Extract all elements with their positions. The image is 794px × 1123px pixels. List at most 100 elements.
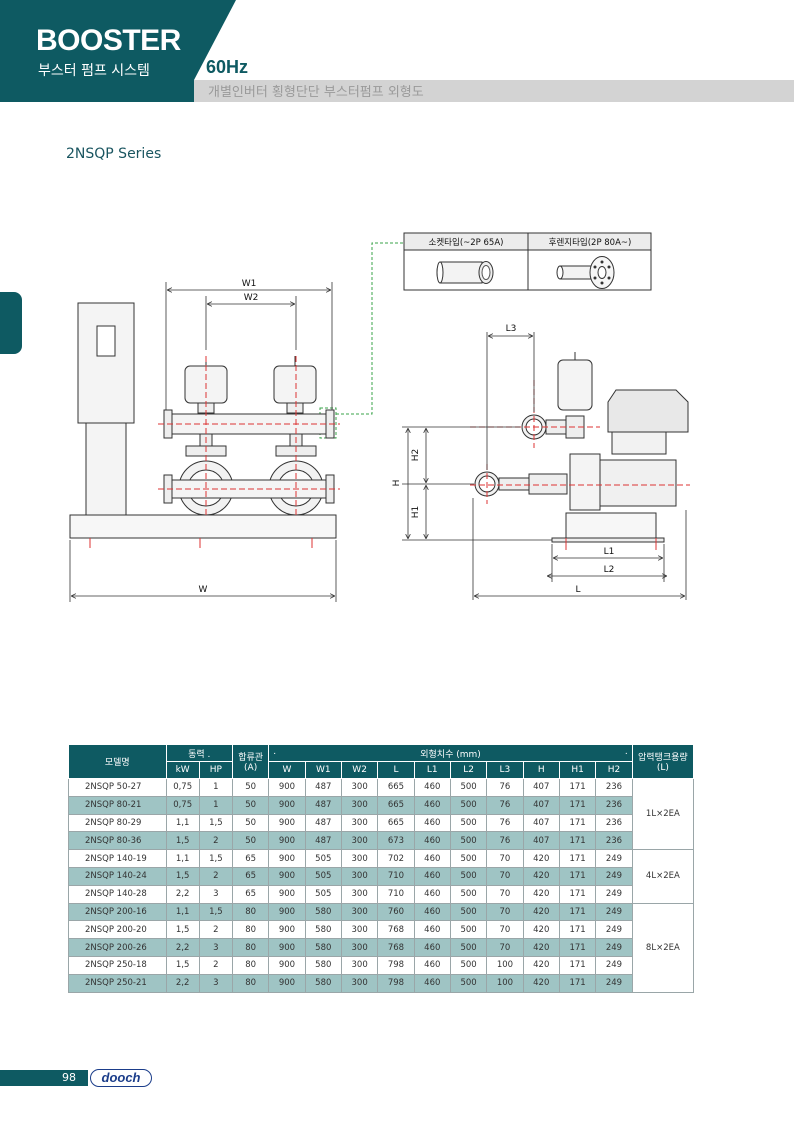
cell-w1: 487 bbox=[304, 795, 342, 815]
cell-h: 420 bbox=[522, 866, 560, 886]
front-view bbox=[69, 302, 337, 539]
cell-l: 673 bbox=[377, 831, 415, 851]
cell-w1: 505 bbox=[304, 849, 342, 868]
cell-h: 420 bbox=[522, 955, 560, 975]
col-l3: L3 bbox=[486, 761, 524, 779]
cell-l2: 500 bbox=[449, 831, 488, 851]
cell-l: 710 bbox=[377, 866, 415, 886]
cell-h1: 171 bbox=[558, 902, 597, 922]
dim-w2: W2 bbox=[244, 293, 259, 303]
center-marks bbox=[89, 356, 340, 548]
cell-l2: 500 bbox=[449, 920, 488, 940]
col-l1: L1 bbox=[413, 761, 451, 779]
cell-l: 768 bbox=[377, 938, 415, 957]
cell-model: 2NSQP 80-36 bbox=[68, 831, 167, 851]
cell-hp: 2 bbox=[198, 866, 233, 886]
footer-bar bbox=[0, 1070, 88, 1086]
cell-l2: 500 bbox=[449, 795, 488, 815]
cell-kw: 2,2 bbox=[165, 973, 200, 993]
cell-w2: 300 bbox=[340, 795, 379, 815]
cell-h: 407 bbox=[522, 778, 560, 797]
cell-h2: 236 bbox=[595, 778, 633, 797]
cell-h2: 249 bbox=[595, 955, 633, 975]
cell-w1: 505 bbox=[304, 866, 342, 886]
cell-h: 420 bbox=[522, 902, 560, 922]
cell-h2: 249 bbox=[595, 938, 633, 957]
cell-w2: 300 bbox=[340, 813, 379, 833]
brand-subtitle: 부스터 펌프 시스템 bbox=[38, 63, 150, 79]
cell-kw: 0,75 bbox=[165, 795, 200, 815]
series-title: 2NSQP Series bbox=[66, 146, 162, 162]
cell-h: 420 bbox=[522, 849, 560, 868]
cell-l: 665 bbox=[377, 795, 415, 815]
cell-model: 2NSQP 200-20 bbox=[68, 920, 167, 940]
cell-h1: 171 bbox=[558, 866, 597, 886]
cell-l2: 500 bbox=[449, 902, 488, 922]
cell-kw: 0,75 bbox=[165, 778, 200, 797]
cell-h1: 171 bbox=[558, 955, 597, 975]
cell-w: 900 bbox=[268, 866, 306, 886]
cell-l: 710 bbox=[377, 884, 415, 904]
cell-a: 50 bbox=[231, 795, 270, 815]
cell-hp: 3 bbox=[198, 938, 233, 957]
cell-h1: 171 bbox=[558, 831, 597, 851]
cell-tank-capacity: 8L×2EA bbox=[631, 902, 695, 993]
col-h2: H2 bbox=[595, 761, 633, 779]
cell-l2: 500 bbox=[449, 938, 488, 957]
cell-l1: 460 bbox=[413, 831, 451, 851]
cell-hp: 1 bbox=[198, 778, 233, 797]
cell-h2: 249 bbox=[595, 973, 633, 993]
cell-kw: 1,5 bbox=[165, 866, 200, 886]
cell-a: 50 bbox=[231, 813, 270, 833]
cell-l1: 460 bbox=[413, 884, 451, 904]
brand-logo: dooch bbox=[90, 1069, 152, 1087]
col-current: 합류관 (A) bbox=[231, 744, 270, 779]
frequency-label: 60Hz bbox=[206, 57, 249, 77]
cell-hp: 3 bbox=[198, 884, 233, 904]
cell-a: 65 bbox=[231, 884, 270, 904]
cell-l3: 76 bbox=[486, 813, 524, 833]
cell-h2: 236 bbox=[595, 831, 633, 851]
cell-w: 900 bbox=[268, 973, 306, 993]
brand-title: BOOSTER bbox=[36, 24, 181, 57]
col-w: W bbox=[268, 761, 306, 779]
cell-hp: 2 bbox=[198, 831, 233, 851]
cell-h1: 171 bbox=[558, 813, 597, 833]
cell-kw: 1,5 bbox=[165, 920, 200, 940]
cell-h1: 171 bbox=[558, 920, 597, 940]
cell-w: 900 bbox=[268, 795, 306, 815]
cell-hp: 2 bbox=[198, 955, 233, 975]
cell-tank-capacity: 4L×2EA bbox=[631, 849, 695, 904]
col-tank: 압력탱크용량 (L) bbox=[631, 744, 695, 779]
cell-h2: 236 bbox=[595, 813, 633, 833]
cell-w2: 300 bbox=[340, 938, 379, 957]
outline-drawing: 소켓타입(~2P 65A) 후렌지타입(2P 80A~) bbox=[69, 232, 690, 602]
cell-w1: 580 bbox=[304, 973, 342, 993]
cell-w: 900 bbox=[268, 884, 306, 904]
cell-w1: 487 bbox=[304, 831, 342, 851]
flange-type-label: 후렌지타입(2P 80A~) bbox=[549, 237, 632, 248]
cell-hp: 1,5 bbox=[198, 902, 233, 922]
cell-w1: 580 bbox=[304, 938, 342, 957]
cell-w: 900 bbox=[268, 849, 306, 868]
cell-l: 798 bbox=[377, 955, 415, 975]
cell-w1: 580 bbox=[304, 955, 342, 975]
cell-h1: 171 bbox=[558, 778, 597, 797]
cell-a: 80 bbox=[231, 973, 270, 993]
cell-l3: 70 bbox=[486, 920, 524, 940]
cell-kw: 2,2 bbox=[165, 884, 200, 904]
dim-l2: L2 bbox=[604, 565, 615, 575]
cell-h: 420 bbox=[522, 938, 560, 957]
cell-w: 900 bbox=[268, 955, 306, 975]
cell-kw: 1,1 bbox=[165, 902, 200, 922]
cell-l3: 70 bbox=[486, 866, 524, 886]
cell-h2: 249 bbox=[595, 849, 633, 868]
cell-model: 2NSQP 140-19 bbox=[68, 849, 167, 868]
cell-h: 407 bbox=[522, 813, 560, 833]
cell-l1: 460 bbox=[413, 973, 451, 993]
